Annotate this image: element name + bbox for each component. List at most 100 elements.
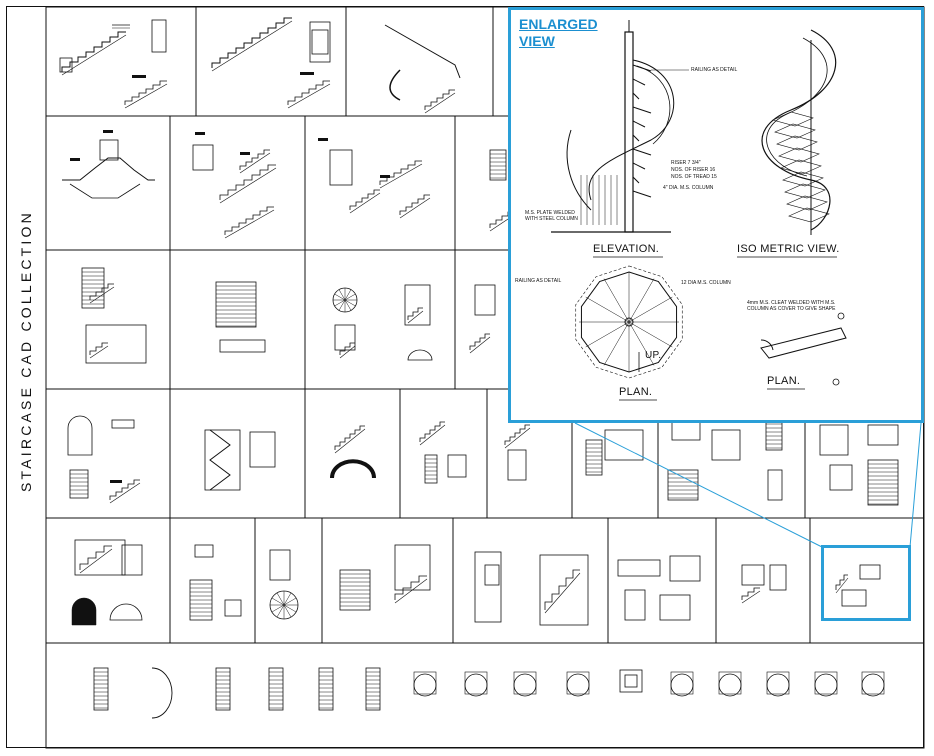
note-railing-top: RAILING AS DETAIL: [691, 67, 738, 73]
title-bar: [318, 138, 328, 141]
spiral-tread: [338, 299, 346, 311]
spiral-tread: [271, 604, 285, 613]
stair-run: [741, 587, 760, 600]
plan-tread: [603, 321, 630, 366]
stair-stringer: [339, 345, 356, 359]
tread: [632, 162, 646, 170]
plan-thumb: [566, 673, 590, 697]
stair-run: [835, 574, 848, 590]
stair-stringer: [399, 197, 431, 219]
plan-thumb: [718, 673, 742, 697]
plan-box: [604, 429, 644, 461]
plan-thumb: [670, 673, 694, 697]
stair-run: [79, 545, 112, 570]
marker: [832, 378, 840, 386]
arched-block: [71, 597, 97, 626]
plan-box: [365, 667, 381, 711]
plan-box: [464, 671, 488, 695]
plan-box: [121, 544, 143, 576]
plan-box: [69, 469, 89, 499]
plan-box: [867, 459, 899, 506]
arched-block: [109, 603, 143, 621]
stair-stringer: [394, 578, 428, 604]
plan-box: [215, 281, 257, 328]
spiral-tread: [276, 592, 285, 606]
spiral-tread: [334, 299, 346, 307]
plan-box: [841, 589, 867, 607]
spiral-tread: [283, 604, 297, 613]
stair-run: [224, 206, 274, 235]
plan-box: [424, 454, 438, 484]
note-column-plan: 12 DIA M.S. COLUMN: [681, 280, 731, 286]
cleat-plan: [760, 327, 847, 359]
half-spiral: [407, 349, 433, 361]
plan-box: [215, 667, 231, 711]
plan-box: [192, 144, 214, 171]
tread: [632, 120, 646, 128]
stair-stringer: [124, 83, 168, 109]
enlarged-drawings: [551, 20, 847, 401]
stair-stringer: [89, 286, 115, 304]
title-bar: [103, 130, 113, 133]
plan-tread: [585, 296, 630, 323]
stair-run: [424, 89, 455, 110]
plan-box: [819, 424, 849, 456]
stair-stringer: [379, 163, 423, 189]
plan-box: [766, 671, 790, 695]
stair-run: [61, 31, 126, 72]
stair-run: [339, 342, 355, 355]
stair-stringer: [419, 424, 446, 446]
plan-box: [624, 589, 646, 621]
plan-box: [741, 564, 765, 586]
plan-box: [769, 564, 787, 591]
title-bar: [240, 152, 250, 155]
spiral-elevation: [389, 69, 401, 101]
tread: [632, 92, 640, 100]
stair-stringer: [79, 548, 113, 574]
title-bar: [195, 132, 205, 135]
plan-box: [671, 419, 701, 441]
railing: [636, 65, 671, 145]
enlarged-view-panel: ENLARGED VIEW ELEVATION. ISO METRIC VIEW…: [508, 7, 924, 423]
stair-run: [419, 421, 445, 442]
plan-tread: [628, 296, 673, 323]
plan-box: [585, 439, 603, 476]
plan-box: [859, 564, 881, 580]
iso-tread: [776, 135, 818, 151]
stair-run: [544, 569, 580, 610]
plan-box: [268, 667, 284, 711]
iso-tread: [786, 195, 828, 211]
stair-run: [407, 307, 423, 320]
note-no-risers: NOS. OF RISER 16: [671, 167, 716, 173]
stair-run: [394, 575, 427, 600]
note-railing-plan: RAILING AS DETAIL: [515, 278, 562, 284]
plan-outline-outer: [575, 265, 683, 379]
plan-box: [670, 671, 694, 695]
bridge-stair: [62, 157, 155, 181]
plan-box: [718, 671, 742, 695]
plan-tread: [628, 321, 673, 348]
stair-run: [239, 149, 270, 170]
plan-box: [59, 57, 73, 73]
plan-box: [309, 21, 331, 63]
stair-stringer: [224, 209, 275, 239]
spiral-tread: [276, 604, 285, 618]
stair-stringer: [61, 34, 127, 76]
plan-box: [74, 539, 126, 576]
plan-box: [539, 554, 589, 626]
spiral-tread: [271, 597, 285, 606]
title-bar: [110, 480, 122, 483]
stair-stringer: [211, 20, 293, 72]
tread: [632, 148, 652, 156]
plan-box: [394, 544, 431, 591]
iso-tread: [780, 159, 822, 175]
plan-box: [669, 555, 701, 582]
stair-run: [211, 17, 292, 68]
plan-box: [767, 469, 783, 501]
plan-thumb: [464, 673, 488, 697]
tread: [632, 190, 652, 198]
plan-box: [329, 149, 353, 186]
plan-box: [711, 429, 741, 461]
plan-tread: [585, 321, 630, 348]
iso-tread: [788, 207, 830, 223]
